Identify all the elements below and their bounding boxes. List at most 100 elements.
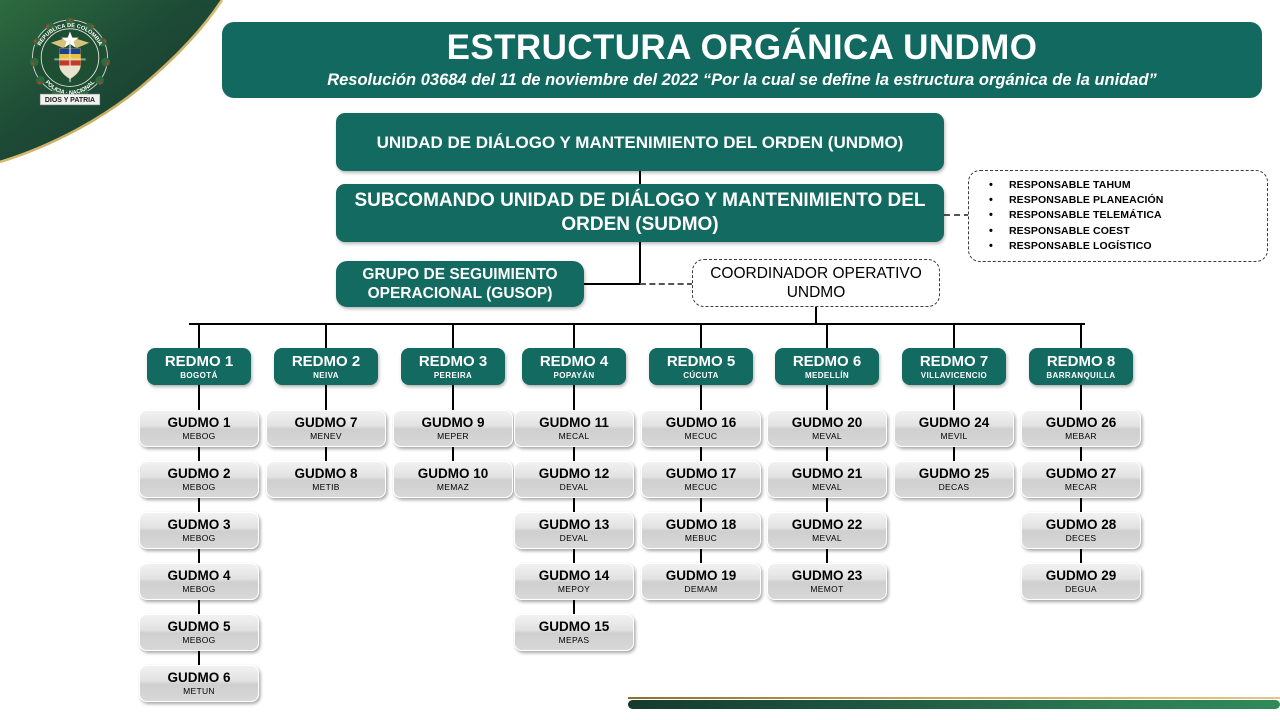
connector-gudmo-chain [825,447,829,461]
redmo-name: REDMO 7 [919,352,989,370]
gudmo-name: GUDMO 29 [1045,568,1117,583]
gudmo-code: DECES [1065,533,1097,543]
gudmo-code: MENEV [310,431,342,441]
connector-gudmo-chain [451,447,455,461]
gudmo-code: METIB [312,482,340,492]
connector-redmo-to-gudmo [197,385,201,410]
police-emblem-icon: DIOS Y PATRIA REPUBLICA DE COLOMBIA POLI… [29,17,111,106]
node-sudmo[interactable]: SUBCOMANDO UNIDAD DE DIÁLOGO Y MANTENIMI… [336,184,944,242]
gudmo-name: GUDMO 27 [1045,466,1117,481]
gudmo-name: GUDMO 21 [791,466,863,481]
redmo-city: VILLAVICENCIO [920,370,988,380]
connector-gudmo-chain [572,447,576,461]
gudmo-name: GUDMO 24 [918,415,990,430]
gudmo-code: MEPOY [557,584,591,594]
connector-gudmo-chain [699,549,703,563]
node-coordinador-operativo[interactable]: COORDINADOR OPERATIVO UNDMO [692,259,940,307]
node-gusop[interactable]: GRUPO DE SEGUIMIENTO OPERACIONAL (GUSOP) [336,261,584,307]
gudmo-code: MEPER [437,431,469,441]
connector-responsables-dashed [944,214,970,216]
gudmo-name: GUDMO 14 [538,568,610,583]
gudmo-code: MECUC [684,431,718,441]
gudmo-name: GUDMO 23 [791,568,863,583]
redmo-name: REDMO 1 [164,352,234,370]
connector-coordinador-dashed [640,283,693,285]
node-undmo[interactable]: UNIDAD DE DIÁLOGO Y MANTENIMIENTO DEL OR… [336,113,944,171]
connector-gudmo-chain [825,498,829,512]
connector-bus-to-redmo [952,323,956,348]
connector-bus-to-redmo [825,323,829,348]
gudmo-name: GUDMO 13 [538,517,610,532]
gudmo-code: MECAR [1064,482,1098,492]
gudmo-name: GUDMO 19 [665,568,737,583]
redmo-city: NEIVA [313,370,339,380]
gudmo-code: MEBOG [182,533,216,543]
gudmo-name: GUDMO 12 [538,466,610,481]
svg-text:DIOS Y PATRIA: DIOS Y PATRIA [45,97,95,104]
connector-redmo-to-gudmo [825,385,829,410]
connector-bus-to-redmo [699,323,703,348]
gudmo-code: MEVAL [812,482,842,492]
gudmo-code: MEBOG [182,635,216,645]
connector-bus-to-redmo [572,323,576,348]
responsable-item: RESPONSABLE PLANEACIÓN [983,193,1163,208]
gudmo-code: MECUC [684,482,718,492]
connector-gudmo-chain [324,447,328,461]
gudmo-code: METUN [183,686,215,696]
connector-gudmo-chain [197,498,201,512]
page-title: ESTRUCTURA ORGÁNICA UNDMO [446,28,1038,67]
header-decoration: DIOS Y PATRIA REPUBLICA DE COLOMBIA POLI… [0,0,330,185]
gudmo-code: MEVAL [812,431,842,441]
responsable-item: RESPONSABLE TAHUM [983,178,1163,193]
redmo-city: BOGOTÁ [180,370,218,380]
gudmo-code: MEBUC [684,533,718,543]
gudmo-name: GUDMO 22 [791,517,863,532]
connector-gudmo-chain [1079,447,1083,461]
bottom-gold-line [628,697,1280,699]
gudmo-name: GUDMO 16 [665,415,737,430]
gudmo-code: MEMOT [810,584,844,594]
redmo-name: REDMO 6 [792,352,862,370]
gudmo-code: MEVIL [940,431,968,441]
gudmo-code: MEBOG [182,482,216,492]
connector-gusop [584,283,640,286]
connector-bus-to-redmo [324,323,328,348]
